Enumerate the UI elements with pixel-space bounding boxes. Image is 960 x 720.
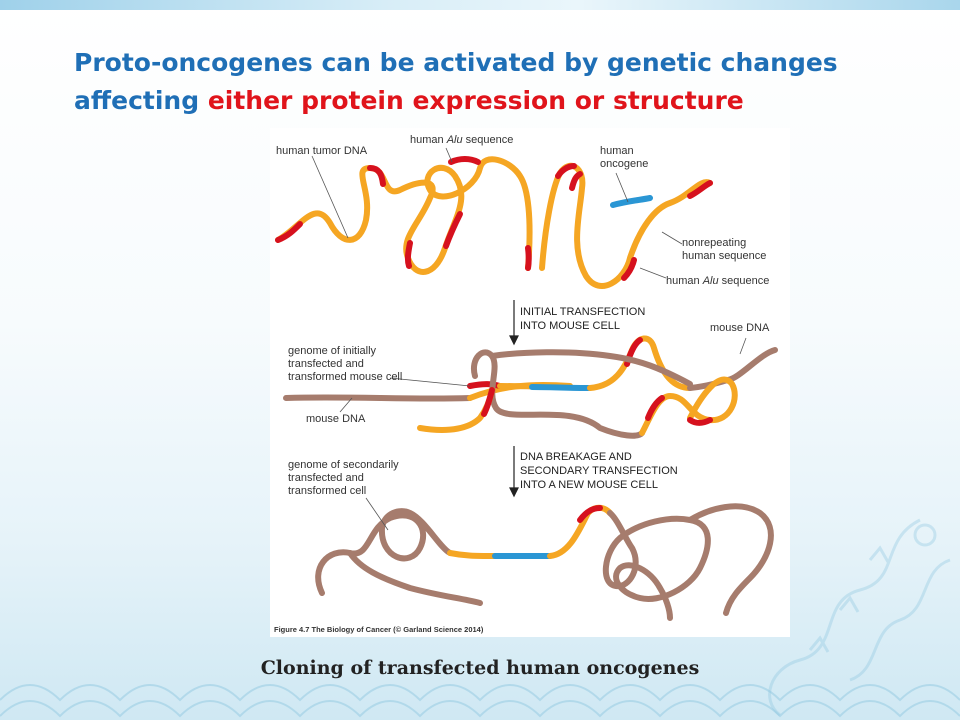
leader-genome-initial bbox=[389, 377, 471, 387]
label-human-tumor-dna: human tumor DNA bbox=[276, 145, 368, 157]
leader-alu-top bbox=[445, 147, 453, 163]
mouse-dna-path bbox=[725, 347, 778, 383]
label-genome-secondary-line2: transfected and bbox=[288, 472, 364, 484]
mouse-dna-path bbox=[602, 510, 711, 621]
alu-segment bbox=[621, 257, 637, 281]
top-band bbox=[0, 0, 960, 10]
human-oncogene-segment bbox=[610, 195, 653, 208]
alu-segment bbox=[687, 417, 713, 426]
secondary-genome-strand bbox=[315, 503, 774, 621]
leader-lines bbox=[311, 147, 747, 531]
human-tumor-dna-strand bbox=[275, 156, 713, 289]
human-insert-path bbox=[547, 504, 613, 559]
label-alu-top: human Alu sequence bbox=[410, 134, 513, 146]
label-genome-initial-line1: genome of initially bbox=[288, 345, 377, 357]
mouse-dna-path bbox=[687, 503, 774, 616]
label-oncogene-line2: oncogene bbox=[600, 158, 648, 170]
label-genome-secondary-line3: transformed cell bbox=[288, 485, 366, 497]
initial-genome-strand bbox=[283, 335, 778, 439]
mouse-dna-path bbox=[283, 394, 473, 402]
slide-title: Proto-oncogenes can be activated by gene… bbox=[74, 44, 934, 120]
transfection-diagram: human tumor DNA human Alu sequence human… bbox=[274, 134, 778, 634]
leader-mouse-dna-left bbox=[339, 397, 353, 413]
leader-nonrepeating bbox=[661, 231, 683, 245]
alu-segment bbox=[275, 221, 303, 243]
step2-arrowhead bbox=[509, 487, 519, 498]
transfection-figure: human tumor DNA human Alu sequence human… bbox=[270, 128, 790, 637]
human-oncogene-segment bbox=[529, 384, 593, 391]
leader-genome-secondary bbox=[365, 497, 389, 531]
step1-arrowhead bbox=[509, 335, 519, 346]
label-mouse-dna-left: mouse DNA bbox=[306, 413, 366, 425]
label-genome-initial-line2: transfected and bbox=[288, 358, 364, 370]
mouse-dna-path bbox=[470, 349, 645, 439]
alu-segment bbox=[687, 180, 713, 199]
human-dna-path bbox=[275, 156, 713, 289]
alu-segment bbox=[645, 395, 665, 421]
mouse-dna-path bbox=[347, 550, 483, 606]
label-mouse-dna-right: mouse DNA bbox=[710, 322, 770, 334]
alu-segment bbox=[577, 505, 603, 523]
alu-segment bbox=[367, 165, 386, 187]
leader-alu-bottom bbox=[639, 267, 667, 279]
alu-segment bbox=[481, 387, 495, 417]
mouse-dna-path bbox=[489, 349, 693, 387]
title-part1: Proto-oncogenes can be activated by gene… bbox=[74, 48, 838, 115]
step2-label-line3: INTO A NEW MOUSE CELL bbox=[520, 479, 658, 491]
step1-label-line2: INTO MOUSE CELL bbox=[520, 320, 620, 332]
leader-oncogene bbox=[615, 172, 629, 203]
alu-segment bbox=[569, 171, 583, 191]
label-oncogene-line1: human bbox=[600, 145, 634, 157]
step1-label-line1: INITIAL TRANSFECTION bbox=[520, 306, 645, 318]
label-genome-initial-line3: transformed mouse cell bbox=[288, 371, 402, 383]
label-nonrepeating-line2: human sequence bbox=[682, 250, 766, 262]
dragon-decoration-icon bbox=[768, 518, 951, 717]
alu-segment bbox=[525, 245, 532, 271]
step2-label-line2: SECONDARY TRANSFECTION bbox=[520, 465, 678, 477]
step-arrows bbox=[509, 300, 519, 498]
alu-segment bbox=[448, 156, 481, 165]
leader-human-tumor-dna bbox=[311, 155, 349, 239]
label-alu-bottom: human Alu sequence bbox=[666, 275, 769, 287]
alu-segment bbox=[404, 240, 413, 269]
figure-caption: Cloning of transfected human oncogenes bbox=[260, 657, 700, 679]
label-genome-secondary-line1: genome of secondarily bbox=[288, 459, 399, 471]
alu-segment bbox=[555, 163, 577, 179]
leader-mouse-dna-right bbox=[739, 337, 747, 355]
title-highlight: either protein expression or structure bbox=[207, 86, 744, 115]
label-nonrepeating-line1: nonrepeating bbox=[682, 237, 746, 249]
step2-label-line1: DNA BREAKAGE AND bbox=[520, 451, 632, 463]
figure-credit: Figure 4.7 The Biology of Cancer (© Garl… bbox=[274, 625, 484, 634]
alu-segment bbox=[443, 211, 463, 249]
human-insert-path bbox=[447, 550, 498, 559]
wave-decoration bbox=[0, 684, 960, 718]
